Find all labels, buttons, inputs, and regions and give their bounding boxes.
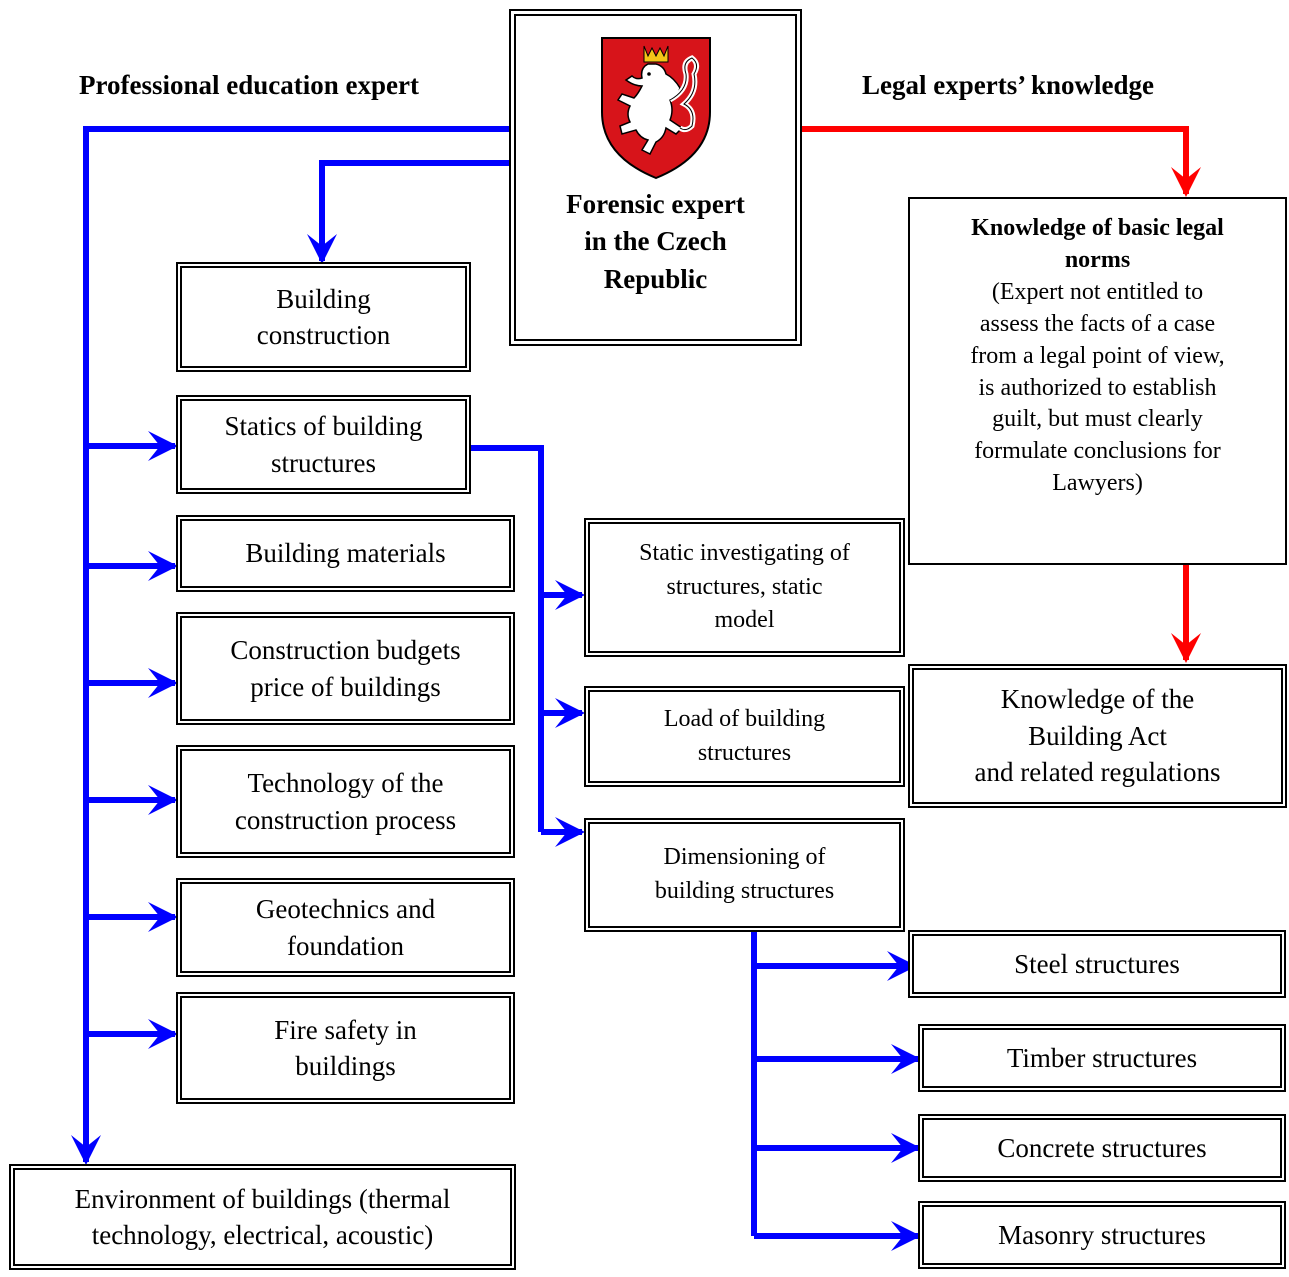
education-trunk: [71, 126, 510, 1165]
heading-professional-education: Professional education expert: [79, 70, 419, 100]
heading-legal-knowledge: Legal experts’ knowledge: [862, 70, 1154, 100]
building-construction-box: Building construction: [176, 262, 471, 372]
timber-structures-box: Timber structures: [918, 1024, 1286, 1092]
box-line: Concrete structures: [997, 1132, 1207, 1163]
arrow-legal-norms: [802, 126, 1201, 197]
box-line: structures: [271, 447, 376, 478]
box-line: Construction budgets: [230, 635, 461, 666]
box-line: Timber structures: [1006, 1042, 1198, 1073]
legal-norms-title: Knowledge of basic legal: [971, 215, 1224, 241]
box-line: and related regulations: [974, 757, 1221, 788]
box-line: Knowledge of the: [1000, 684, 1195, 715]
legal-norms-box: Knowledge of basic legal norms (Expert n…: [908, 197, 1287, 565]
legal-norms-title: norms: [1064, 246, 1131, 273]
box-line: Geotechnics and: [255, 894, 436, 925]
box-line: Building Act: [1028, 720, 1167, 751]
box-line: building structures: [654, 878, 835, 904]
box-line: Masonry structures: [998, 1219, 1206, 1250]
box-line: Statics of building: [224, 411, 423, 442]
legal-norms-text: assess the facts of a case: [979, 310, 1216, 337]
statics-box: Statics of building structures: [176, 395, 471, 494]
box-line: technology, electrical, acoustic): [91, 1220, 434, 1250]
geotechnics-box: Geotechnics and foundation: [176, 878, 515, 977]
box-line: foundation: [287, 930, 404, 961]
legal-norms-text: guilt, but must clearly: [992, 406, 1203, 433]
fire-safety-box: Fire safety in buildings: [176, 992, 515, 1104]
box-line: Fire safety in: [274, 1014, 417, 1045]
building-materials-box: Building materials: [176, 515, 515, 592]
static-investigating-box: Static investigating of structures, stat…: [584, 518, 905, 657]
forensic-expert-label: Forensic expert in the Czech Republic: [566, 186, 745, 298]
legal-norms-text: Lawyers): [1052, 470, 1143, 497]
legal-norms-text: is authorized to establish: [978, 374, 1217, 401]
statics-branch-trunk: [471, 445, 544, 832]
box-line: Static investigating of: [639, 540, 850, 567]
load-box: Load of building structures: [584, 686, 905, 787]
label-line: Forensic expert: [566, 189, 745, 219]
box-line: price of buildings: [250, 671, 441, 702]
technology-box: Technology of the construction process: [176, 745, 515, 858]
box-line: construction process: [234, 804, 457, 835]
forensic-expert-box: Forensic expert in the Czech Republic: [509, 9, 802, 346]
concrete-structures-box: Concrete structures: [918, 1114, 1286, 1182]
box-line: buildings: [295, 1051, 396, 1081]
building-act-box: Knowledge of the Building Act and relate…: [908, 664, 1287, 808]
construction-budgets-box: Construction budgets price of buildings: [176, 612, 515, 725]
masonry-structures-box: Masonry structures: [918, 1201, 1286, 1269]
label-line: Republic: [603, 263, 708, 294]
legal-norms-text: from a legal point of view,: [970, 342, 1225, 369]
legal-norms-text: formulate conclusions for: [974, 438, 1221, 465]
box-line: Steel structures: [1014, 948, 1180, 979]
box-line: Technology of the: [247, 768, 444, 799]
box-line: Building: [276, 283, 371, 314]
box-line: Environment of buildings (thermal: [74, 1183, 451, 1214]
arrow-building-construction: [307, 160, 510, 264]
box-line: structures, static: [666, 573, 823, 600]
box-line: Building materials: [245, 538, 446, 569]
box-line: structures: [697, 739, 792, 766]
label-line: in the Czech: [584, 226, 727, 257]
box-line: construction: [256, 320, 391, 350]
dimensioning-box: Dimensioning of building structures: [584, 818, 905, 932]
environment-box: Environment of buildings (thermal techno…: [9, 1164, 516, 1270]
box-line: Load of building: [663, 705, 826, 732]
steel-structures-box: Steel structures: [908, 930, 1286, 998]
czech-coat-of-arms-icon: [600, 37, 711, 180]
legal-norms-text: (Expert not entitled to: [991, 278, 1204, 305]
box-line: Dimensioning of: [663, 844, 826, 871]
box-line: model: [714, 607, 775, 634]
